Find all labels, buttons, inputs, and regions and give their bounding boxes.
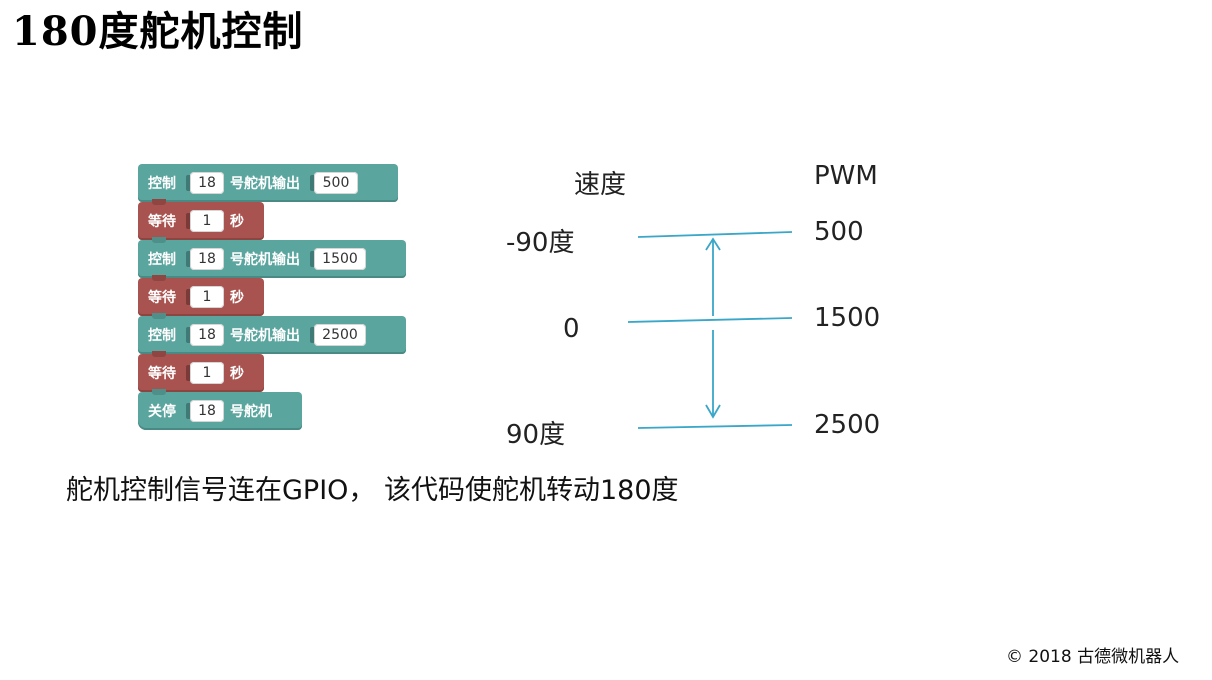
angle-label-3: 90度 xyxy=(506,420,566,450)
block-label: 等待 xyxy=(148,290,176,306)
value-field[interactable]: 1 xyxy=(190,362,224,384)
block-mid-label: 号舵机 xyxy=(230,404,272,420)
pwm-label-2: 1500 xyxy=(814,303,881,333)
block-mid-label: 号舵机输出 xyxy=(230,252,300,268)
value-field[interactable]: 1 xyxy=(190,286,224,308)
control-servo-block-2[interactable]: 控制 18 号舵机输出 1500 xyxy=(138,237,406,278)
arrow-down-head xyxy=(705,404,721,419)
slide-caption: 舵机控制信号连在GPIO， 该代码使舵机转动180度 xyxy=(66,475,679,506)
pin-field[interactable]: 18 xyxy=(190,324,224,346)
mapping-line-3 xyxy=(637,424,793,429)
block-label: 关停 xyxy=(148,404,176,420)
block-label: 控制 xyxy=(148,176,176,192)
value-field[interactable]: 500 xyxy=(314,172,358,194)
pwm-label-3: 2500 xyxy=(814,410,881,440)
copyright-footer: © 2018 古德微机器人 xyxy=(1006,647,1180,667)
mapping-line-1 xyxy=(637,231,793,238)
angle-label-1: -90度 xyxy=(506,228,575,258)
block-label: 等待 xyxy=(148,366,176,382)
angle-label-2: 0 xyxy=(563,314,580,344)
block-mid-label: 号舵机输出 xyxy=(230,328,300,344)
pwm-label-1: 500 xyxy=(814,217,864,247)
stop-servo-block[interactable]: 关停 18 号舵机 xyxy=(138,389,302,430)
control-servo-block-3[interactable]: 控制 18 号舵机输出 2500 xyxy=(138,313,406,354)
wait-block-1[interactable]: 等待 1 秒 xyxy=(138,199,264,240)
wait-block-3[interactable]: 等待 1 秒 xyxy=(138,351,264,392)
pin-field[interactable]: 18 xyxy=(190,248,224,270)
pin-field[interactable]: 18 xyxy=(190,400,224,422)
block-label: 等待 xyxy=(148,214,176,230)
slide-title: 180度舵机控制 xyxy=(12,8,304,55)
value-field[interactable]: 2500 xyxy=(314,324,366,346)
pwm-header: PWM xyxy=(814,161,878,191)
pin-field[interactable]: 18 xyxy=(190,172,224,194)
value-field[interactable]: 1500 xyxy=(314,248,366,270)
wait-block-2[interactable]: 等待 1 秒 xyxy=(138,275,264,316)
control-servo-block-1[interactable]: 控制 18 号舵机输出 500 xyxy=(138,164,398,202)
block-unit: 秒 xyxy=(230,214,244,230)
block-unit: 秒 xyxy=(230,290,244,306)
block-label: 控制 xyxy=(148,328,176,344)
speed-header: 速度 xyxy=(574,170,627,200)
block-label: 控制 xyxy=(148,252,176,268)
mapping-line-2 xyxy=(627,317,793,323)
value-field[interactable]: 1 xyxy=(190,210,224,232)
block-mid-label: 号舵机输出 xyxy=(230,176,300,192)
block-unit: 秒 xyxy=(230,366,244,382)
arrow-up-head xyxy=(705,237,721,251)
